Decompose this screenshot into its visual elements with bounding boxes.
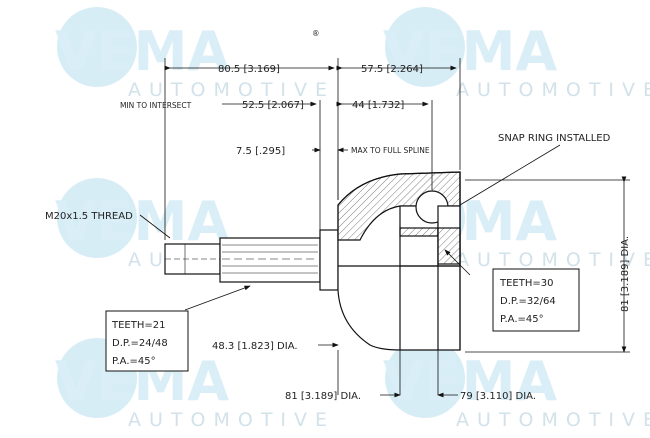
min-to-intersect-label: MIN TO INTERSECT bbox=[120, 101, 192, 110]
spline-dimension-label: 44 [1.732] bbox=[352, 100, 404, 111]
snap-ring-label: SNAP RING INSTALLED bbox=[498, 133, 611, 144]
watermark-logo: VEMA AUTOMOTIVE bbox=[383, 338, 650, 431]
watermark-registered-mark: ® bbox=[312, 29, 320, 38]
right-spec-teeth: TEETH=30 bbox=[499, 278, 553, 289]
watermark-brand: VEMA bbox=[383, 350, 557, 413]
vertical-diameter-label: 81 [3.189] DIA. bbox=[620, 236, 631, 312]
watermark-brand: VEMA bbox=[383, 20, 557, 83]
inner-diameter-label: 79 [3.110] DIA. bbox=[460, 391, 536, 402]
watermark-sub: AUTOMOTIVE bbox=[128, 409, 335, 431]
left-spec-pa: P.A.=45° bbox=[112, 356, 156, 367]
left-spec-box: TEETH=21 D.P.=24/48 P.A.=45° bbox=[105, 310, 189, 372]
dimension-lines bbox=[139, 58, 630, 398]
right-spec-dp: D.P.=32/64 bbox=[500, 296, 556, 307]
watermark-sub: AUTOMOTIVE bbox=[456, 79, 650, 101]
splined-shaft bbox=[219, 237, 321, 283]
watermark-logo: VEMA ® AUTOMOTIVE bbox=[55, 7, 335, 101]
right-spec-pa: P.A.=45° bbox=[500, 314, 544, 325]
overall-length-label: 80.5 [3.169] bbox=[218, 64, 280, 75]
watermark-sub: AUTOMOTIVE bbox=[128, 79, 335, 101]
watermark-group: VEMA ® AUTOMOTIVE VEMA AUTOMOTIVE VEMA A… bbox=[55, 7, 650, 431]
right-spec-box: TEETH=30 D.P.=32/64 P.A.=45° bbox=[492, 268, 580, 332]
watermark-sub: AUTOMOTIVE bbox=[456, 409, 650, 431]
shaft-diameter-label: 48.3 [1.823] DIA. bbox=[212, 341, 298, 352]
intersect-dimension-label: 52.5 [2.067] bbox=[242, 100, 304, 111]
dimension-labels: 80.5 [3.169] 57.5 [2.264] MIN TO INTERSE… bbox=[45, 64, 631, 402]
watermark-logo: VEMA AUTOMOTIVE bbox=[383, 7, 650, 101]
thread-label: M20x1.5 THREAD bbox=[45, 211, 133, 222]
right-length-label: 57.5 [2.264] bbox=[361, 64, 423, 75]
watermark-sub: AUTOMOTIVE bbox=[456, 249, 650, 271]
cv-joint-part bbox=[164, 171, 461, 351]
left-spec-dp: D.P.=24/48 bbox=[112, 338, 168, 349]
bell-diameter-label: 81 [3.189] DIA. bbox=[285, 391, 361, 402]
shoulder-dimension-label: 7.5 [.295] bbox=[236, 146, 285, 157]
watermark-brand: VEMA bbox=[55, 20, 229, 83]
spline-lines bbox=[222, 244, 318, 274]
watermark-brand: VEMA bbox=[55, 190, 229, 253]
left-spec-teeth: TEETH=21 bbox=[111, 320, 165, 331]
max-to-full-spline-label: MAX TO FULL SPLINE bbox=[351, 146, 430, 155]
